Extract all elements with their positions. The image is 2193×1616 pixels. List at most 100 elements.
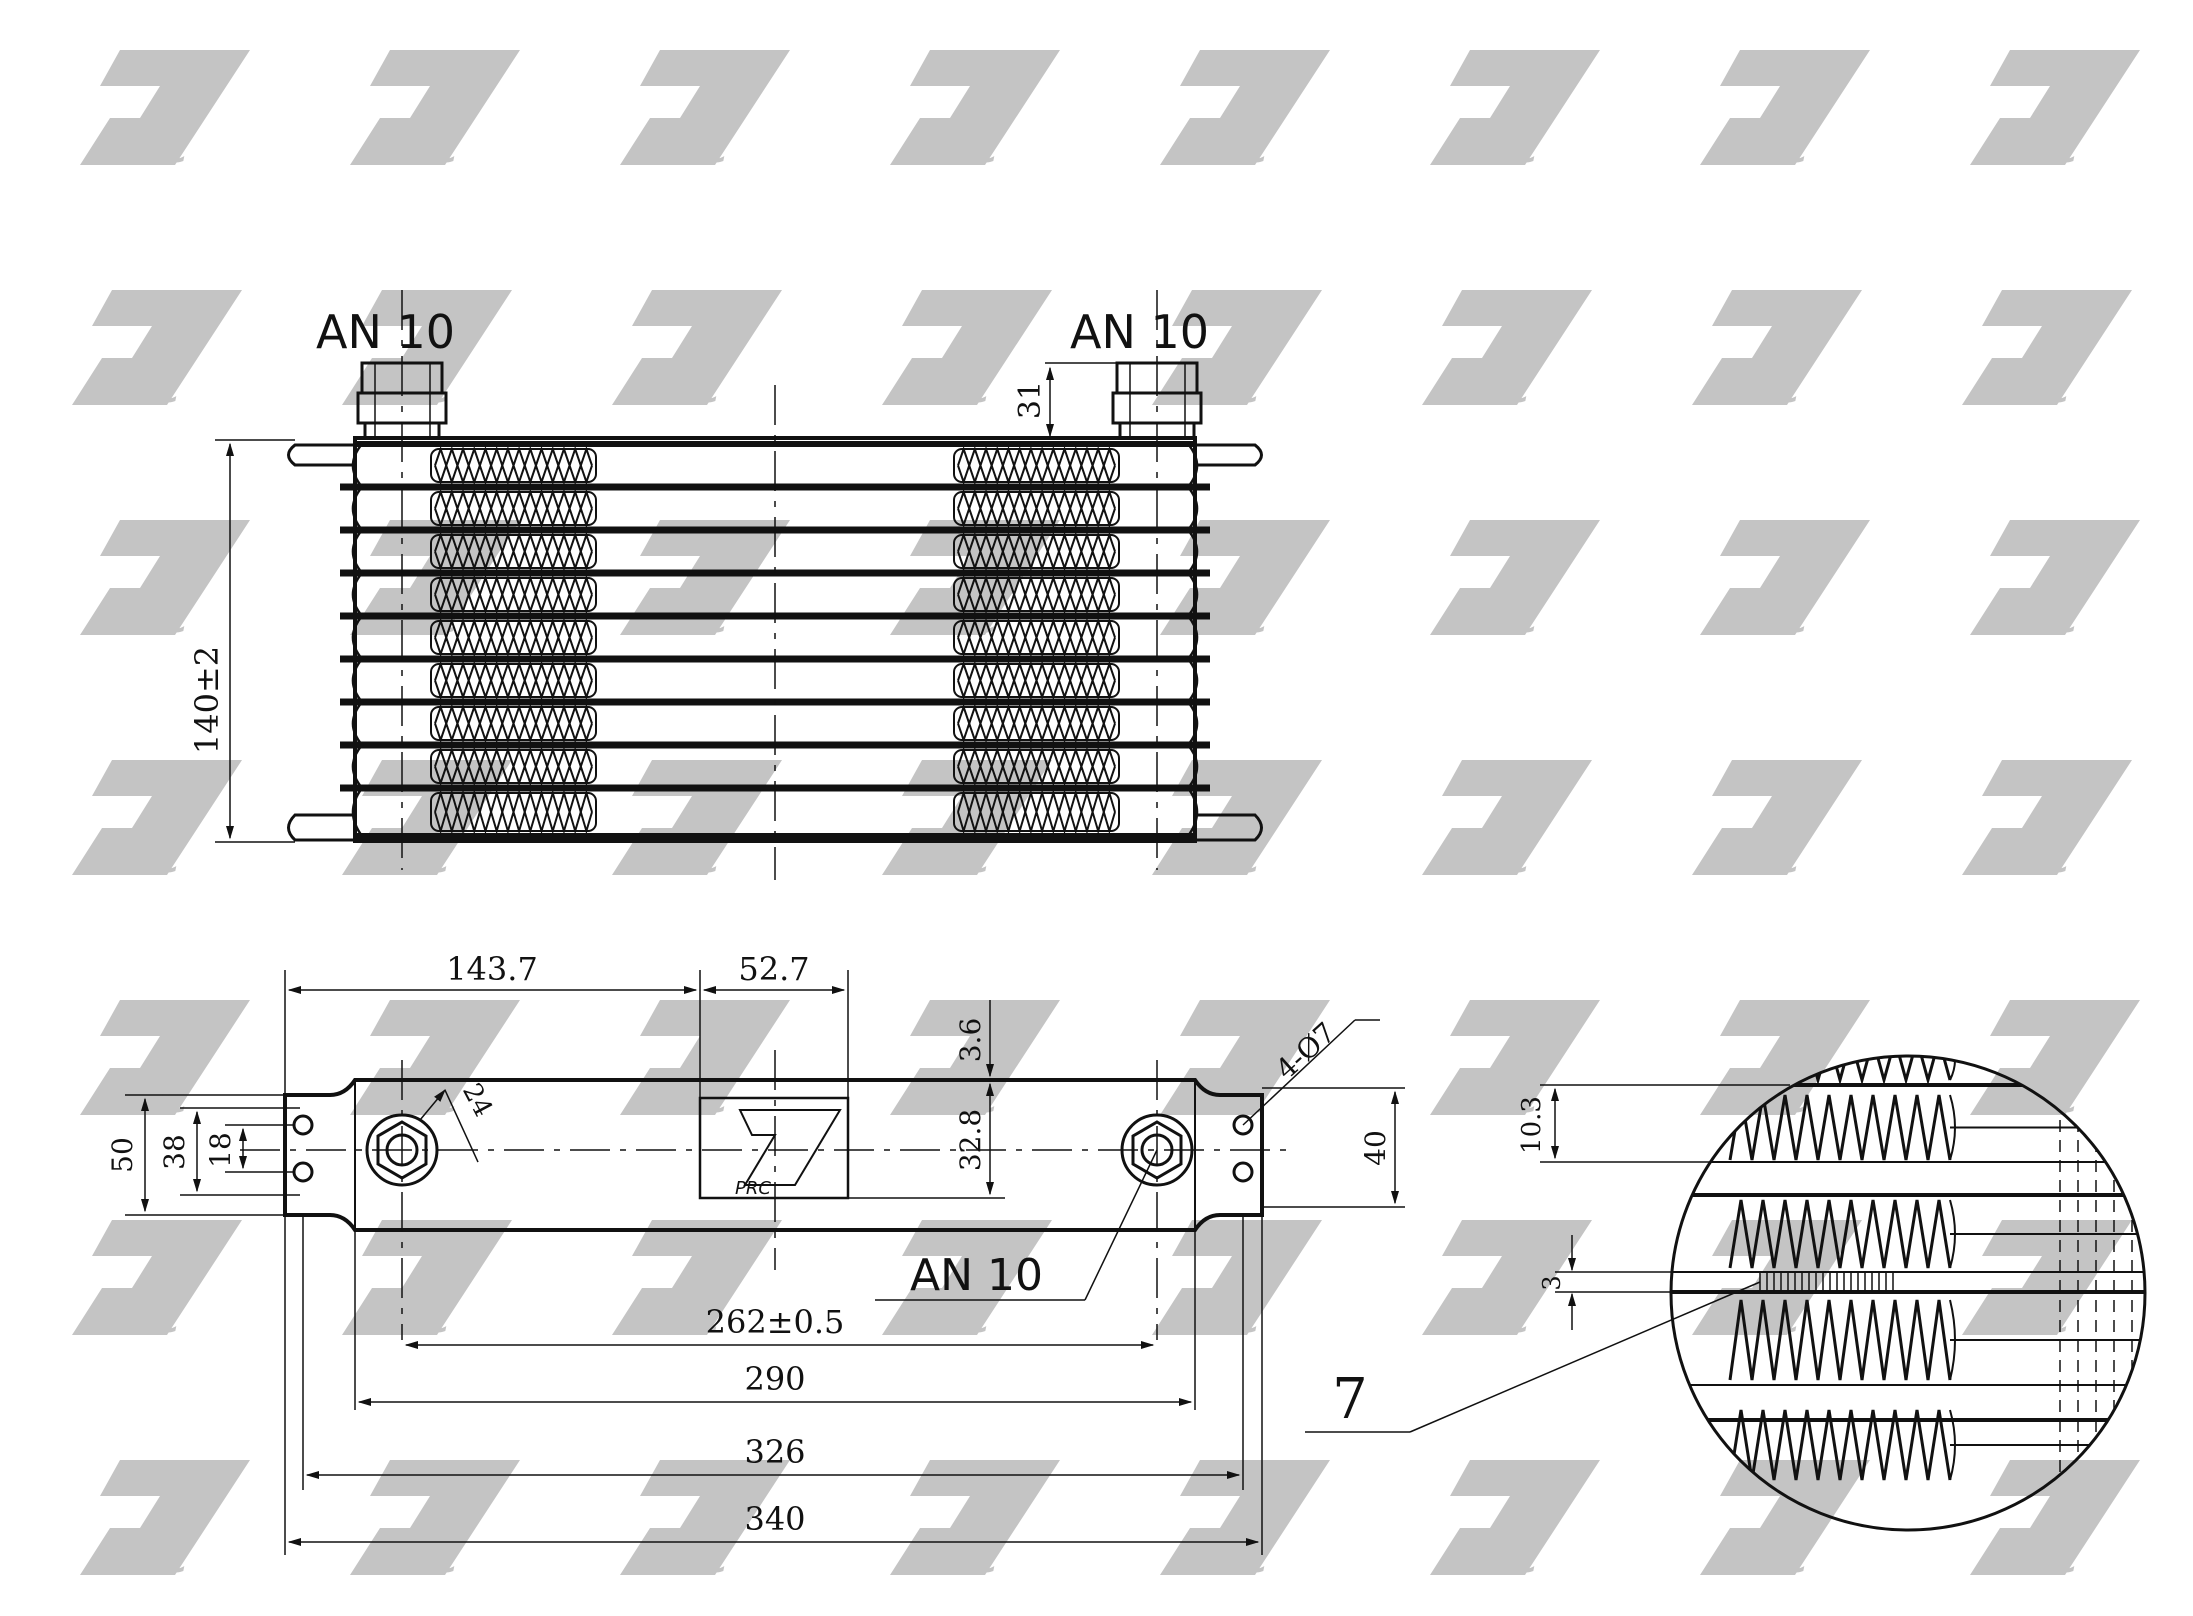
watermark-logo-icon: PRC — [1700, 1000, 1870, 1120]
watermark-logo-icon: PRC — [1962, 1220, 2132, 1340]
dim-center: 52.7 — [738, 950, 809, 988]
watermark-text: PRC — [2002, 845, 2069, 880]
watermark-text: PRC — [660, 135, 727, 170]
watermark-logo-icon: PRC — [620, 1460, 790, 1580]
watermark-layer: PRC PRC PRC PRC PRC PRC PRC PRC PRC PRC PRC PRC PRC P… — [72, 50, 2140, 1580]
watermark-logo-icon: PRC — [620, 520, 790, 640]
watermark-logo-icon: PRC — [80, 520, 250, 640]
watermark-logo-icon: PRC — [350, 50, 520, 170]
watermark-logo-icon: PRC — [1152, 760, 1322, 880]
watermark-text: PRC — [2010, 605, 2077, 640]
watermark-logo-icon: PRC — [890, 1460, 1060, 1580]
watermark-logo-icon: PRC — [350, 1460, 520, 1580]
watermark-text: PRC — [660, 1545, 727, 1580]
watermark-text: PRC — [922, 375, 989, 410]
watermark-text: PRC — [1740, 135, 1807, 170]
watermark-text: PRC — [660, 1085, 727, 1120]
watermark-logo-icon: PRC — [890, 50, 1060, 170]
dim-outer-h: 50 — [106, 1137, 139, 1173]
watermark-text: PRC — [120, 605, 187, 640]
watermark-logo-icon: PRC — [1160, 520, 1330, 640]
watermark-logo-icon: PRC — [612, 290, 782, 410]
watermark-logo-icon: PRC — [1700, 520, 1870, 640]
dim-top-gap: 3.6 — [954, 1018, 987, 1063]
watermark-text: PRC — [1200, 1545, 1267, 1580]
watermark-logo-icon: PRC — [1160, 1460, 1330, 1580]
detail-callout: 7 — [1332, 1367, 1368, 1432]
detail-view — [1305, 1054, 2147, 1532]
watermark-logo-icon: PRC — [612, 1220, 782, 1340]
watermark-logo-icon: PRC — [1422, 760, 1592, 880]
watermark-text: PRC — [1192, 375, 1259, 410]
watermark-logo-icon: PRC — [1430, 520, 1600, 640]
watermark-text: PRC — [652, 1305, 719, 1340]
watermark-text: PRC — [120, 1545, 187, 1580]
watermark-text: PRC — [1192, 845, 1259, 880]
top-view: PRC — [125, 970, 1405, 1555]
fitting-right-label: AN 10 — [1070, 305, 1209, 359]
watermark-logo-icon: PRC — [620, 1000, 790, 1120]
watermark-logo-icon: PRC — [1700, 50, 1870, 170]
watermark-text: PRC — [120, 135, 187, 170]
watermark-text: PRC — [1200, 1085, 1267, 1120]
watermark-logo-icon: PRC — [1692, 290, 1862, 410]
watermark-text: PRC — [112, 845, 179, 880]
watermark-logo-icon: PRC — [80, 1000, 250, 1120]
watermark-logo-icon: PRC — [1430, 1460, 1600, 1580]
svg-text:PRC: PRC — [735, 1178, 771, 1199]
watermark-logo-icon: PRC — [1970, 520, 2140, 640]
watermark-text: PRC — [1462, 375, 1529, 410]
watermark-text: PRC — [1192, 1305, 1259, 1340]
watermark-text: PRC — [390, 1545, 457, 1580]
watermark-logo-icon: PRC — [882, 290, 1052, 410]
dim-left: 143.7 — [446, 950, 538, 988]
watermark-text: PRC — [1740, 1545, 1807, 1580]
detail-fin-dim: 10.3 — [1517, 1096, 1547, 1154]
watermark-logo-icon: PRC — [1970, 1460, 2140, 1580]
watermark-text: PRC — [112, 375, 179, 410]
dim-right-h: 40 — [1359, 1130, 1392, 1166]
watermark-text: PRC — [1740, 605, 1807, 640]
watermark-text: PRC — [652, 845, 719, 880]
watermark-text: PRC — [382, 845, 449, 880]
watermark-text: PRC — [1200, 135, 1267, 170]
watermark-logo-icon: PRC — [80, 50, 250, 170]
watermark-logo-icon: PRC — [620, 50, 790, 170]
watermark-text: PRC — [390, 135, 457, 170]
watermark-text: PRC — [2002, 1305, 2069, 1340]
watermark-text: PRC — [922, 845, 989, 880]
watermark-logo-icon: PRC — [1700, 1460, 1870, 1580]
watermark-logo-icon: PRC — [612, 760, 782, 880]
watermark-text: PRC — [652, 375, 719, 410]
fitting-height-dim: 31 — [1013, 381, 1048, 419]
watermark-text: PRC — [922, 1305, 989, 1340]
dim-core: 290 — [744, 1360, 805, 1398]
watermark-text: PRC — [2002, 375, 2069, 410]
watermark-text: PRC — [1732, 845, 1799, 880]
watermark-logo-icon: PRC — [342, 1220, 512, 1340]
watermark-logo-icon: PRC — [1152, 290, 1322, 410]
watermark-logo-icon: PRC — [72, 760, 242, 880]
watermark-logo-icon: PRC — [72, 1220, 242, 1340]
watermark-logo-icon: PRC — [1970, 50, 2140, 170]
dim-ports: 262±0.5 — [706, 1303, 845, 1341]
front-view — [215, 290, 1263, 880]
detail-tube-dim: 3 — [1538, 1275, 1566, 1290]
watermark-logo-icon: PRC — [1430, 1000, 1600, 1120]
watermark-text: PRC — [120, 1085, 187, 1120]
dim-logo: 32.8 — [954, 1109, 987, 1171]
watermark-logo-icon: PRC — [1970, 1000, 2140, 1120]
watermark-text: PRC — [2010, 1545, 2077, 1580]
top-fitting-label: AN 10 — [910, 1250, 1043, 1301]
dim-mid-h: 38 — [158, 1134, 191, 1170]
logo-plate: PRC — [698, 1096, 850, 1200]
watermark-text: PRC — [2010, 135, 2077, 170]
watermark-logo-icon: PRC — [882, 1220, 1052, 1340]
core-edge-left — [351, 443, 364, 837]
watermark-logo-icon: PRC — [80, 1460, 250, 1580]
watermark-text: PRC — [1462, 845, 1529, 880]
watermark-text: PRC — [1462, 1305, 1529, 1340]
core-edge-right — [1186, 443, 1199, 837]
watermark-logo-icon: PRC — [1422, 1220, 1592, 1340]
